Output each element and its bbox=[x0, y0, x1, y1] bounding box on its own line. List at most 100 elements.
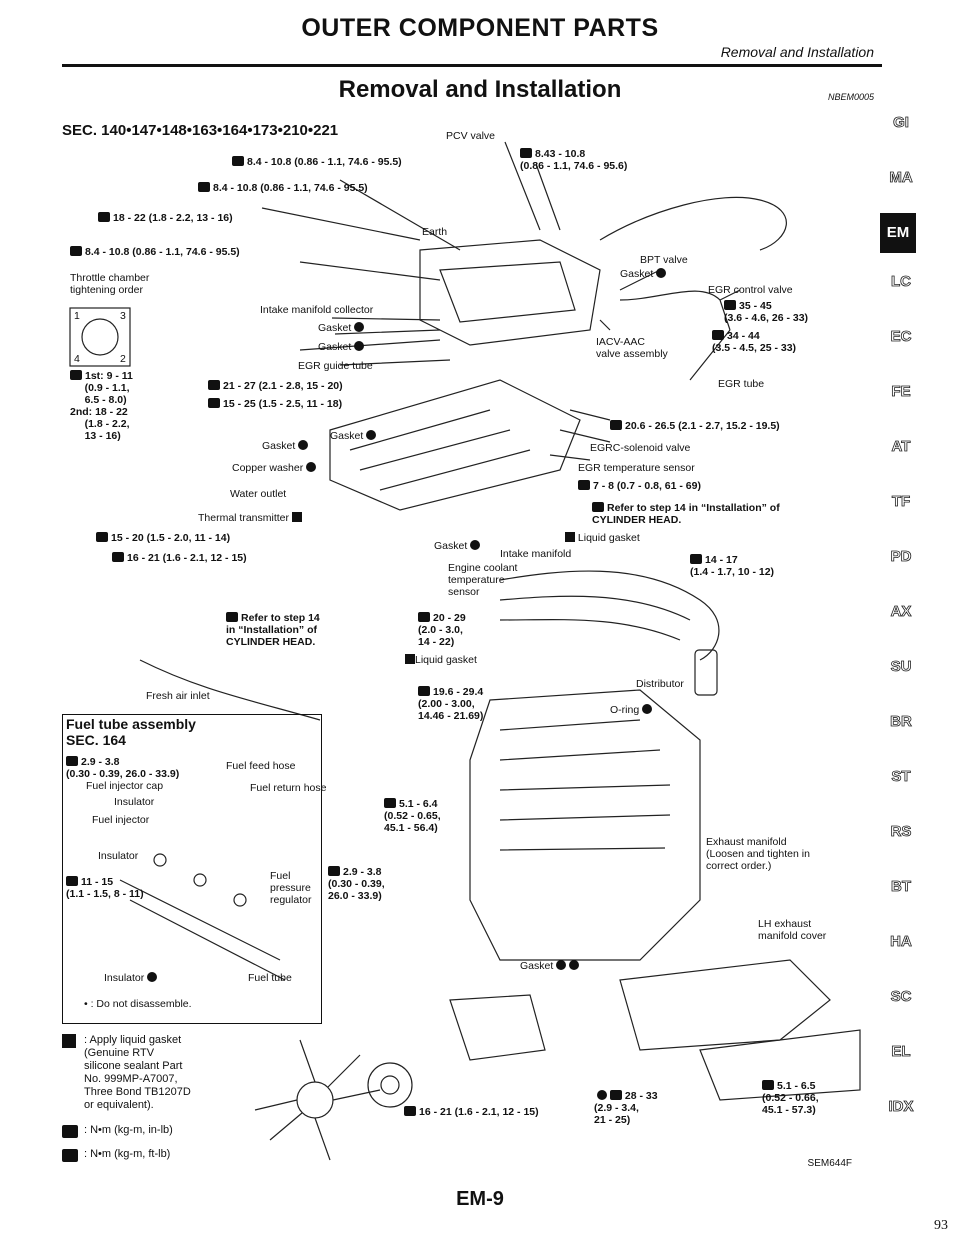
section-tab-ec[interactable]: EC bbox=[890, 328, 912, 346]
fuel-feed-hose-label: Fuel feed hose bbox=[226, 760, 296, 772]
torque-ft-icon bbox=[610, 420, 622, 430]
torque-label-20: 5.1 - 6.5 (0.52 - 0.66, 45.1 - 57.3) bbox=[762, 1080, 819, 1116]
do-not-disassemble-note: • : Do not disassemble. bbox=[84, 998, 192, 1010]
refer-step-note-2: Refer to step 14 in “Installation” of CY… bbox=[226, 612, 320, 648]
pcv-valve-label: PCV valve bbox=[446, 130, 496, 142]
section-tab-el[interactable]: EL bbox=[891, 1043, 911, 1061]
torque-label-15: 14 - 17 (1.4 - 1.7, 10 - 12) bbox=[690, 554, 775, 578]
section-tab-pd[interactable]: PD bbox=[890, 548, 912, 566]
page-header-title: OUTER COMPONENT PARTS bbox=[301, 14, 659, 42]
liquid-gasket-icon bbox=[405, 654, 415, 664]
torque-label-5: 8.4 - 10.8 (0.86 - 1.1, 74.6 - 95.5) bbox=[70, 246, 240, 258]
fuel-tube-assembly-box bbox=[62, 714, 322, 1024]
section-title: Removal and Installation bbox=[338, 76, 622, 103]
fuel-tube-label: Fuel tube bbox=[248, 972, 292, 984]
torque-ft-icon bbox=[418, 612, 430, 622]
fuel-injector-label: Fuel injector bbox=[92, 814, 150, 826]
torque-nm-icon bbox=[328, 866, 340, 876]
section-tab-lc[interactable]: LC bbox=[891, 273, 912, 291]
exhaust-manifold-label: Exhaust manifold (Loosen and tighten in … bbox=[706, 836, 810, 872]
section-tab-ha[interactable]: HA bbox=[890, 933, 912, 951]
fuel-torque-1: 2.9 - 3.8 (0.30 - 0.39, 26.0 - 33.9) bbox=[66, 756, 180, 780]
torque-label-17: 19.6 - 29.4 (2.00 - 3.00, 14.46 - 21.69) bbox=[418, 686, 484, 722]
section-tab-fe[interactable]: FE bbox=[891, 383, 911, 401]
torque-nm-icon bbox=[70, 246, 82, 256]
bpt-valve-label: BPT valve bbox=[640, 254, 688, 266]
copper-washer-label: Copper washer bbox=[232, 462, 317, 474]
section-tab-ax[interactable]: AX bbox=[890, 603, 912, 621]
torque-ft-icon bbox=[98, 212, 110, 222]
insulator-label-1: Insulator bbox=[114, 796, 155, 808]
section-tab-tf[interactable]: TF bbox=[891, 493, 911, 511]
torque-nm-icon bbox=[578, 480, 590, 490]
section-tab-em[interactable]: EM bbox=[880, 213, 916, 253]
liquid-gasket-label-2: Liquid gasket bbox=[402, 654, 477, 666]
replace-part-icon bbox=[306, 462, 317, 472]
egr-control-valve-label: EGR control valve bbox=[708, 284, 793, 296]
replace-part-icon bbox=[354, 341, 365, 351]
oring-label: O-ring bbox=[610, 704, 653, 716]
replace-part-icon bbox=[597, 1090, 607, 1100]
gasket-label-1: Gasket bbox=[318, 322, 365, 334]
legend-nm-ft: : N•m (kg-m, ft-lb) bbox=[84, 1148, 171, 1160]
distributor-label: Distributor bbox=[636, 678, 684, 690]
torque-label-6: 35 - 45 (3.6 - 4.6, 26 - 33) bbox=[724, 300, 809, 324]
lh-exhaust-cover-label: LH exhaust manifold cover bbox=[758, 918, 827, 942]
gasket-label-5: Gasket bbox=[330, 430, 377, 442]
torque-ft-icon bbox=[66, 876, 78, 886]
insulator-label-2: Insulator bbox=[98, 850, 139, 862]
torque-ft-icon bbox=[96, 532, 108, 542]
section-tab-ma[interactable]: MA bbox=[889, 169, 913, 187]
header-rule bbox=[62, 64, 882, 67]
section-tab-sc[interactable]: SC bbox=[890, 988, 912, 1006]
torque-label-16: 20 - 29 (2.0 - 3.0, 14 - 22) bbox=[418, 612, 466, 648]
section-tab-su[interactable]: SU bbox=[890, 658, 912, 676]
section-tab-idx[interactable]: IDX bbox=[888, 1098, 914, 1116]
replace-part-icon bbox=[642, 704, 653, 714]
gasket-label-2: Gasket bbox=[318, 341, 365, 353]
section-tab-gi[interactable]: GI bbox=[893, 114, 910, 132]
torque-label-1: 8.4 - 10.8 (0.86 - 1.1, 74.6 - 95.5) bbox=[232, 156, 402, 168]
fuel-torque-4: 2.9 - 3.8 (0.30 - 0.39, 26.0 - 33.9) bbox=[328, 866, 385, 902]
throttle-torque-label: 1st: 9 - 11 (0.9 - 1.1, 6.5 - 8.0) 2nd: … bbox=[70, 370, 133, 442]
section-tab-br[interactable]: BR bbox=[890, 713, 912, 731]
fuel-return-hose-label: Fuel return hose bbox=[250, 782, 327, 794]
torque-ft-icon bbox=[112, 552, 124, 562]
legend-nm-ft-icon bbox=[62, 1148, 78, 1166]
fresh-air-inlet-label: Fresh air inlet bbox=[146, 690, 210, 702]
gasket-label-7: Gasket bbox=[520, 960, 580, 972]
torque-label-7: 34 - 44 (3.5 - 4.5, 25 - 33) bbox=[712, 330, 797, 354]
insulator-label-3: Insulator bbox=[104, 972, 158, 984]
throttle-order-label: Throttle chamber tightening order bbox=[70, 272, 150, 296]
intake-collector-shape bbox=[419, 239, 601, 346]
legend-nm-in: : N•m (kg-m, in-lb) bbox=[84, 1124, 173, 1136]
engine-coolant-sensor-label: Engine coolant temperature sensor bbox=[448, 562, 518, 598]
section-tab-at[interactable]: AT bbox=[891, 438, 911, 456]
iacv-label: IACV-AAC valve assembly bbox=[596, 336, 668, 360]
torque-ft-icon bbox=[690, 554, 702, 564]
torque-nm-icon bbox=[66, 756, 78, 766]
torque-ft-icon bbox=[712, 330, 724, 340]
fuel-tube-title: Fuel tube assembly SEC. 164 bbox=[66, 716, 196, 748]
replace-part-icon bbox=[147, 972, 158, 982]
page-number: EM-9 bbox=[456, 1188, 504, 1210]
torque-nm-icon bbox=[762, 1080, 774, 1090]
section-tab-st[interactable]: ST bbox=[891, 768, 911, 786]
replace-part-icon bbox=[470, 540, 481, 550]
intake-collector-label: Intake manifold collector bbox=[260, 304, 374, 316]
liquid-gasket-label-1: Liquid gasket bbox=[562, 532, 640, 544]
gasket-label-6: Gasket bbox=[434, 540, 481, 552]
page-header-subtitle: Removal and Installation bbox=[720, 44, 874, 60]
section-tab-bt[interactable]: BT bbox=[891, 878, 912, 896]
external-page-number: 93 bbox=[934, 1218, 948, 1233]
torque-ft-icon bbox=[208, 380, 220, 390]
order-1: 1 bbox=[74, 310, 80, 322]
replace-part-icon bbox=[656, 268, 667, 278]
egr-tube-label: EGR tube bbox=[718, 378, 765, 390]
fuel-pressure-regulator-label: Fuel pressure regulator bbox=[270, 870, 312, 906]
replace-part-icon bbox=[556, 960, 567, 970]
replace-part-icon bbox=[354, 322, 365, 332]
liquid-gasket-icon bbox=[292, 512, 303, 522]
torque-ft-icon bbox=[609, 1090, 622, 1100]
section-tab-rs[interactable]: RS bbox=[890, 823, 912, 841]
